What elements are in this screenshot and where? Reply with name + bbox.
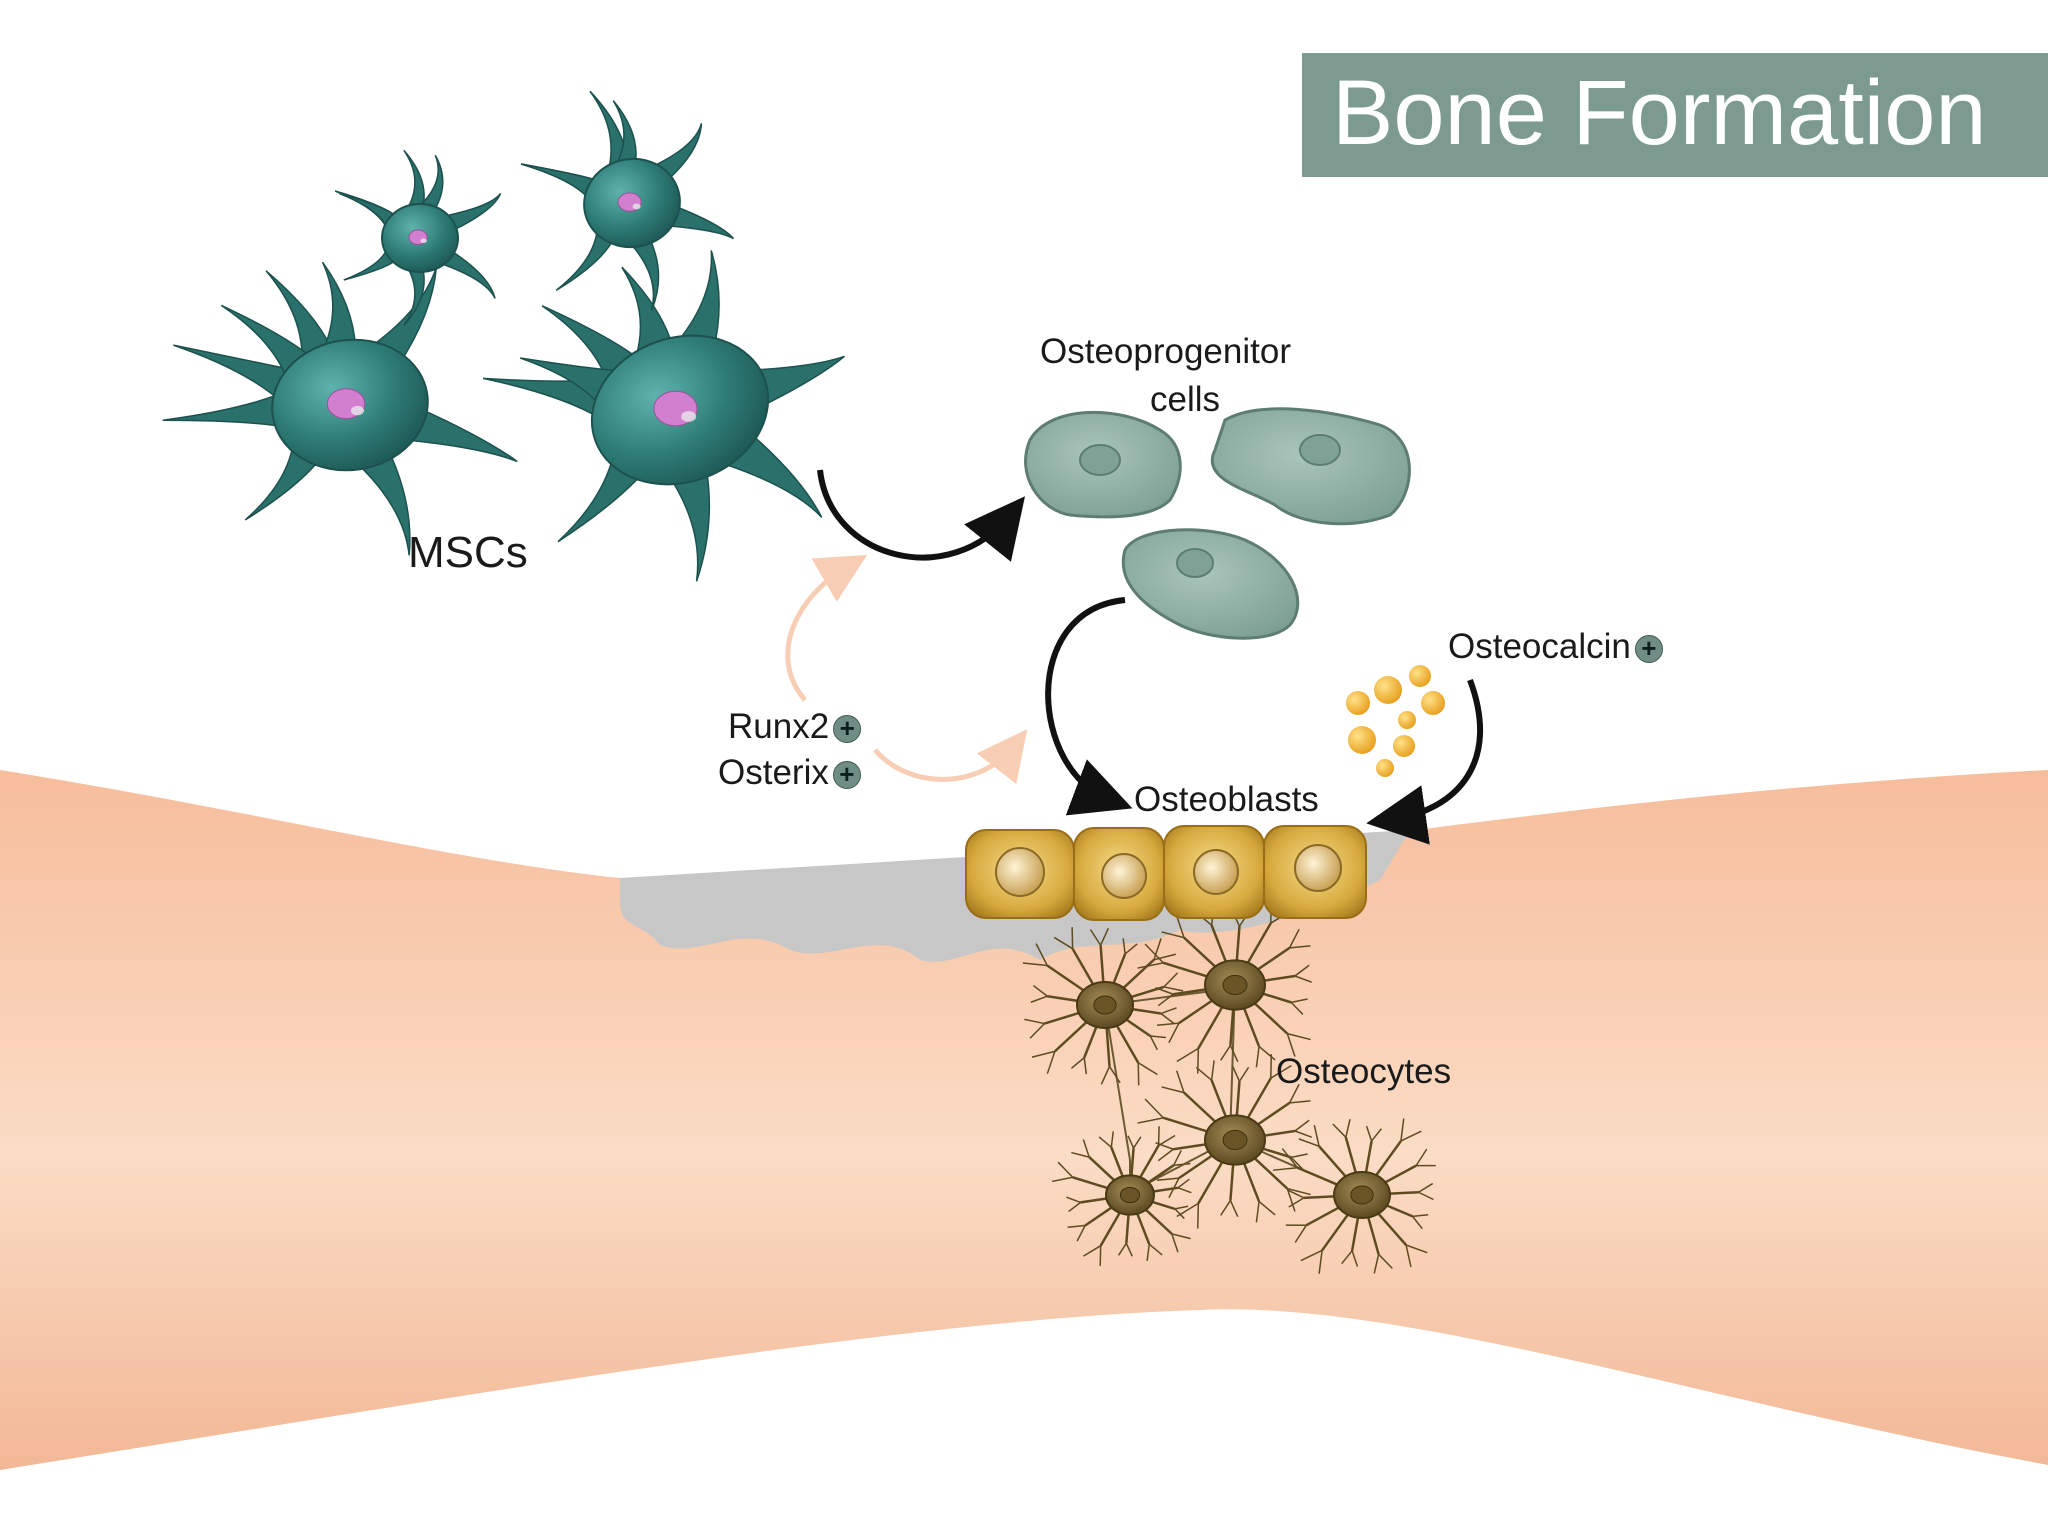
osteocytes — [1022, 899, 1436, 1274]
msc-cell — [162, 261, 518, 556]
osteocalcin-arrow — [1366, 678, 1483, 845]
osteoprogenitor-cell — [1024, 410, 1182, 519]
osteoprogenitor-cells — [1024, 407, 1411, 640]
msc-cell — [334, 149, 502, 327]
osteocyte-cell — [1022, 927, 1184, 1086]
bone-tissue — [0, 770, 2048, 1470]
osteocalcin-particles — [1346, 665, 1445, 777]
factor-arrows — [785, 554, 1028, 785]
osteoprogenitor-cell — [1210, 407, 1411, 526]
plus-icon: + — [1634, 634, 1663, 663]
title-banner: Bone Formation — [1302, 53, 2048, 177]
msc-cell — [520, 90, 735, 311]
msc-cell — [482, 250, 845, 582]
msc-cells — [162, 90, 845, 582]
label-runx2: Runx2+ — [728, 707, 862, 747]
osteocyte-cell — [1137, 899, 1312, 1074]
osteocalcin-text: Osteocalcin — [1448, 627, 1631, 666]
osteoprogenitor-cell — [1121, 528, 1300, 640]
runx2-arrow — [785, 554, 868, 702]
osteoblast-cell — [1263, 825, 1367, 919]
osteoblast-cell — [965, 829, 1075, 919]
osteoblast-cell — [1163, 825, 1265, 919]
osteoblast-cell — [1073, 827, 1165, 921]
osteoprogenitor-to-osteoblast-arrow — [1045, 597, 1133, 816]
osterix-text: Osterix — [718, 753, 829, 792]
runx2-text: Runx2 — [728, 707, 830, 746]
label-osteoprogenitor-line1: Osteoprogenitor — [1040, 332, 1291, 371]
label-osteoprogenitor-line2: cells — [1150, 380, 1221, 419]
msc-to-osteoprogenitor-arrow — [817, 469, 1026, 562]
plus-icon: + — [832, 760, 861, 789]
label-osteocalcin: Osteocalcin+ — [1448, 627, 1663, 667]
process-arrows — [817, 469, 1483, 845]
plus-icon: + — [833, 714, 862, 743]
label-osteocytes: Osteocytes — [1276, 1052, 1452, 1091]
osteoblasts — [965, 825, 1367, 921]
osteocyte-cell — [1137, 1054, 1312, 1229]
page-title: Bone Formation — [1332, 62, 1987, 164]
osteocyte-cell — [1051, 1126, 1192, 1266]
label-osterix: Osterix+ — [718, 753, 861, 793]
label-mscs: MSCs — [408, 528, 528, 577]
osterix-arrow — [873, 729, 1028, 785]
osteocyte-cell — [1273, 1118, 1436, 1274]
label-osteoblasts: Osteoblasts — [1134, 780, 1319, 819]
